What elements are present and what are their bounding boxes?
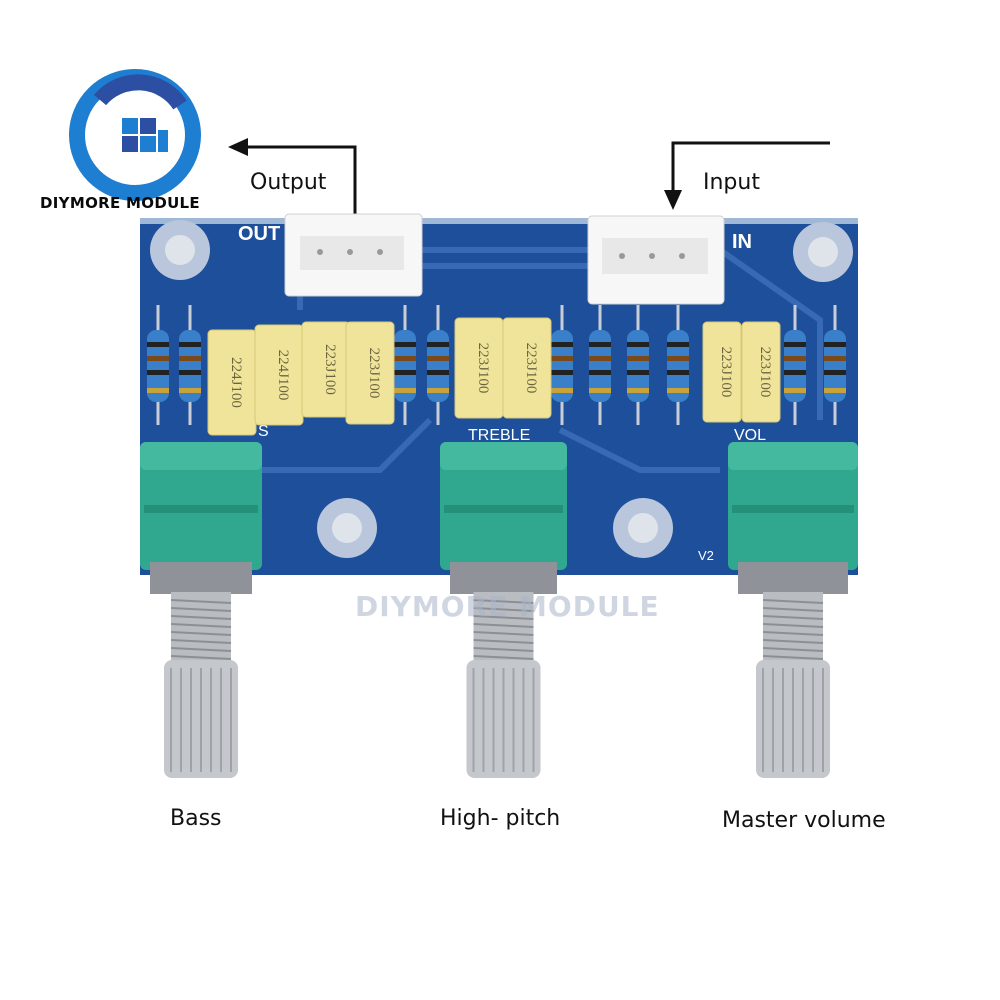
capacitor: 224J100 <box>254 324 304 426</box>
resistor-group <box>147 305 846 425</box>
resistor <box>394 305 416 425</box>
pcb-traces <box>240 247 823 473</box>
resistor <box>427 305 449 425</box>
capacitor: 223J100 <box>454 317 504 419</box>
output-arrow <box>240 145 357 215</box>
capacitor: 223J100 <box>345 321 395 425</box>
knob[interactable] <box>466 660 541 778</box>
input-label: Input <box>703 170 760 195</box>
watermark: DIYMORE MODULE <box>355 590 660 623</box>
silkscreen-treble: TREBLE <box>468 427 530 444</box>
brand-logo <box>40 60 230 220</box>
output-arrowhead <box>228 138 248 156</box>
resistor <box>179 305 201 425</box>
resistor <box>667 305 689 425</box>
silkscreen-bass: S <box>258 423 269 440</box>
capacitor: 223J100 <box>741 321 781 423</box>
potentiometer-shaft <box>473 592 534 667</box>
silkscreen-version: V2 <box>698 548 714 563</box>
output-connector <box>284 213 423 297</box>
mounting-hole <box>793 222 853 282</box>
capacitor-marking: 224J100 <box>228 357 244 408</box>
capacitor-marking: 224J100 <box>275 350 291 401</box>
capacitor-marking: 223J100 <box>475 343 491 394</box>
potentiometer-shaft <box>762 592 824 667</box>
capacitor-marking: 223J100 <box>366 348 382 399</box>
capacitor: 223J100 <box>502 317 552 419</box>
resistor <box>627 305 649 425</box>
bass-label: Bass <box>170 806 222 831</box>
resistor <box>147 305 169 425</box>
resistor <box>589 305 611 425</box>
resistor <box>551 305 573 425</box>
diymore-logo-icon <box>69 69 201 201</box>
high-pitch-label: High- pitch <box>440 806 561 831</box>
capacitor-marking: 223J100 <box>718 347 734 398</box>
resistor <box>824 305 846 425</box>
silkscreen-in: IN <box>732 231 752 253</box>
master-volume-label: Master volume <box>722 808 886 833</box>
mounting-hole <box>150 220 210 280</box>
potentiometer-group <box>140 442 858 778</box>
output-label: Output <box>250 170 327 195</box>
capacitor-marking: 223J100 <box>757 347 773 398</box>
knob[interactable] <box>756 660 830 778</box>
capacitor-group: 224J100 224J100 223J100 223J100 223J100 223J1… <box>207 317 781 436</box>
input-connector <box>587 215 725 305</box>
mounting-hole <box>317 498 377 558</box>
silkscreen-out: OUT <box>238 223 280 245</box>
capacitor-marking: 223J100 <box>322 344 338 395</box>
mounting-hole <box>613 498 673 558</box>
silkscreen-vol: VOL <box>734 427 766 444</box>
capacitor-marking: 223J100 <box>523 343 539 394</box>
potentiometer-shaft <box>170 592 232 667</box>
capacitor: 223J100 <box>702 321 742 423</box>
input-arrow <box>671 141 830 195</box>
resistor <box>784 305 806 425</box>
input-arrowhead <box>664 190 682 210</box>
potentiometer <box>728 442 858 594</box>
knob[interactable] <box>164 660 238 778</box>
potentiometer <box>440 442 567 594</box>
potentiometer <box>140 442 262 594</box>
capacitor: 223J100 <box>301 321 351 418</box>
logo-text: DIYMORE MODULE <box>40 194 200 212</box>
capacitor: 224J100 <box>207 329 257 436</box>
